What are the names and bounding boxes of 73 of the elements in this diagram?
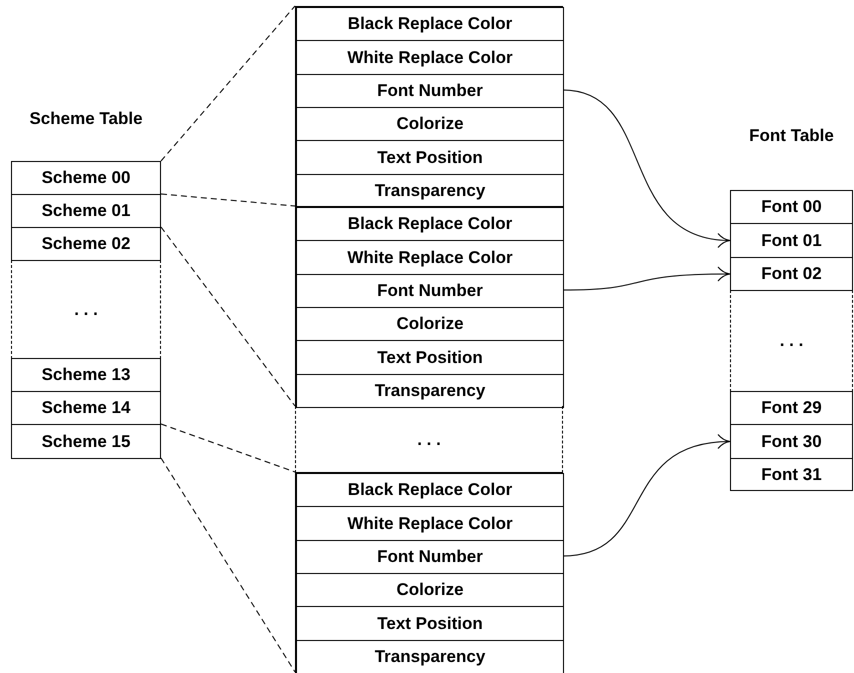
table-row — [296, 140, 564, 175]
table-heading: Font Table — [748, 125, 835, 147]
row-label: Text Position — [377, 614, 483, 634]
table-row — [296, 640, 564, 673]
record-group — [295, 6, 563, 207]
table-row — [296, 506, 564, 541]
row-label: Transparency — [374, 647, 486, 667]
row-label: Scheme 00 — [42, 168, 130, 188]
table-row — [296, 74, 564, 108]
row-label: Font 00 — [761, 197, 822, 217]
table-row — [730, 424, 853, 459]
row-label: Font Number — [377, 281, 483, 301]
table-row — [296, 174, 564, 208]
row-label: Font Number — [377, 547, 483, 567]
table-row — [296, 340, 564, 375]
row-label: White Replace Color — [347, 48, 513, 68]
row-label: Font 31 — [761, 464, 822, 484]
table-row — [296, 240, 564, 275]
record-group — [295, 472, 563, 673]
ellipsis: . . . — [74, 300, 98, 320]
table-row — [730, 223, 853, 258]
row-label: Font 30 — [761, 432, 822, 452]
ellipsis: . . . — [780, 331, 804, 351]
table-row — [296, 107, 564, 141]
row-label: White Replace Color — [347, 248, 513, 268]
table-row — [11, 424, 161, 459]
row-label: Scheme 14 — [42, 398, 130, 418]
row-label: Font 01 — [761, 230, 822, 250]
row-label: Font 29 — [761, 398, 822, 418]
table-row — [11, 358, 161, 392]
row-label: Scheme 01 — [42, 201, 130, 221]
table-row — [11, 391, 161, 425]
row-label: Colorize — [396, 114, 464, 134]
guide-line — [160, 6, 296, 162]
ellipsis: . . . — [417, 430, 441, 450]
table-row — [296, 307, 564, 341]
table-row — [11, 194, 161, 228]
table-row — [296, 7, 564, 41]
table-row — [296, 374, 564, 408]
table-row — [11, 161, 161, 195]
table-row — [296, 207, 564, 241]
table-row — [296, 274, 564, 308]
guide-line — [160, 458, 296, 672]
table-row — [296, 473, 564, 507]
table-row — [730, 257, 853, 291]
table-row — [296, 40, 564, 75]
guide-line — [160, 194, 296, 206]
record-group — [295, 206, 563, 407]
row-label: Scheme 13 — [42, 365, 130, 385]
table-heading: Scheme Table — [28, 108, 144, 130]
row-label: Transparency — [374, 381, 486, 401]
table-row — [730, 391, 853, 425]
table-row — [730, 458, 853, 491]
row-label: Black Replace Color — [348, 214, 512, 234]
row-label: Black Replace Color — [348, 480, 512, 500]
table-row — [296, 573, 564, 607]
row-label: Colorize — [396, 580, 464, 600]
row-label: Colorize — [396, 314, 464, 334]
table-row — [296, 606, 564, 641]
row-label: Scheme 02 — [42, 234, 130, 254]
guide-line — [160, 424, 296, 472]
row-label: Black Replace Color — [348, 14, 512, 34]
guide-line — [160, 226, 296, 406]
row-label: Scheme 15 — [42, 432, 130, 452]
table-row — [11, 227, 161, 261]
table-row — [730, 190, 853, 224]
row-label: Font 02 — [761, 264, 822, 284]
row-label: White Replace Color — [347, 514, 513, 534]
row-label: Text Position — [377, 148, 483, 168]
row-label: Text Position — [377, 348, 483, 368]
table-row — [296, 540, 564, 574]
row-label: Font Number — [377, 81, 483, 101]
row-label: Transparency — [374, 181, 486, 201]
